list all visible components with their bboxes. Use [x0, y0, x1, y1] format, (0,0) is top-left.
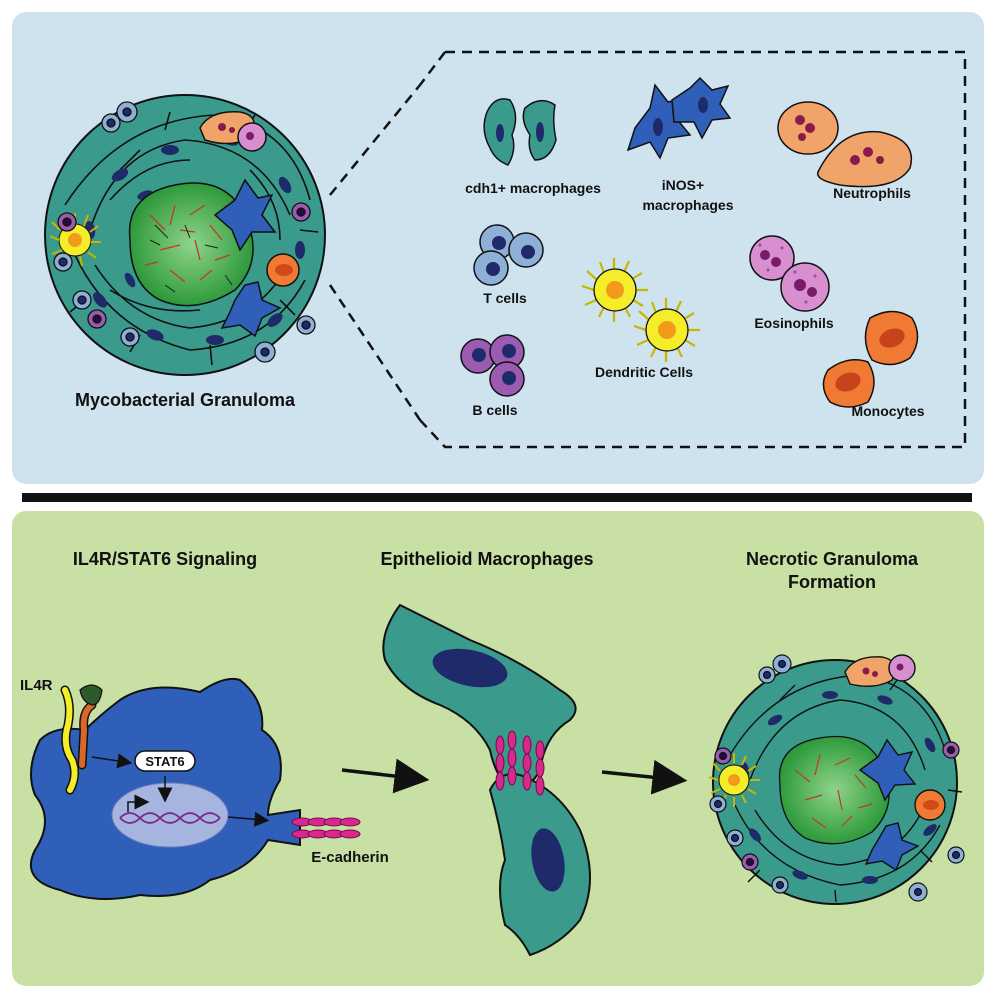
- t-cell-icon: [473, 224, 544, 286]
- granuloma-small: [708, 654, 965, 905]
- e-cadherin-molecule: [291, 817, 361, 839]
- cdh1-macrophages-label: cdh1+ macrophages: [465, 180, 601, 196]
- granuloma-large: [44, 94, 326, 376]
- process-arrow-2: [601, 759, 688, 795]
- eosinophils-label: Eosinophils: [754, 315, 834, 331]
- cdh1-macrophage-icon: [483, 98, 557, 166]
- signaling-macrophage: [30, 677, 301, 900]
- neutrophil-icon: [777, 101, 913, 188]
- il4r-label: IL4R: [20, 677, 53, 694]
- inos-macrophages-label-line1: iNOS+: [662, 177, 704, 193]
- stat6-box: [134, 750, 196, 772]
- eosinophil-icon: [749, 235, 830, 312]
- necrotic-title-line2: Formation: [788, 572, 876, 592]
- il4r-stat6-title: IL4R/STAT6 Signaling: [73, 549, 257, 569]
- dendritic-cells-label: Dendritic Cells: [595, 364, 693, 380]
- stat6-label: STAT6: [145, 754, 184, 769]
- granuloma-label: Mycobacterial Granuloma: [75, 390, 296, 410]
- process-arrow-1: [341, 758, 430, 794]
- neutrophils-label: Neutrophils: [833, 185, 911, 201]
- zoom-callout-outline: [328, 50, 967, 449]
- divider-bar: [22, 493, 972, 502]
- monocytes-label: Monocytes: [851, 403, 924, 419]
- inos-macrophages-label-line2: macrophages: [642, 197, 733, 213]
- b-cell-icon: [460, 334, 525, 397]
- necrotic-title-line1: Necrotic Granuloma: [746, 549, 919, 569]
- t-cells-label: T cells: [483, 290, 527, 306]
- monocyte-icon: [822, 310, 919, 408]
- epithelioid-macrophages: [382, 603, 591, 957]
- inos-macrophage-icon: [626, 76, 732, 160]
- b-cells-label: B cells: [472, 402, 517, 418]
- epithelioid-title: Epithelioid Macrophages: [380, 549, 593, 569]
- e-cadherin-label: E-cadherin: [311, 849, 389, 866]
- dendritic-cell-icon: [581, 258, 700, 362]
